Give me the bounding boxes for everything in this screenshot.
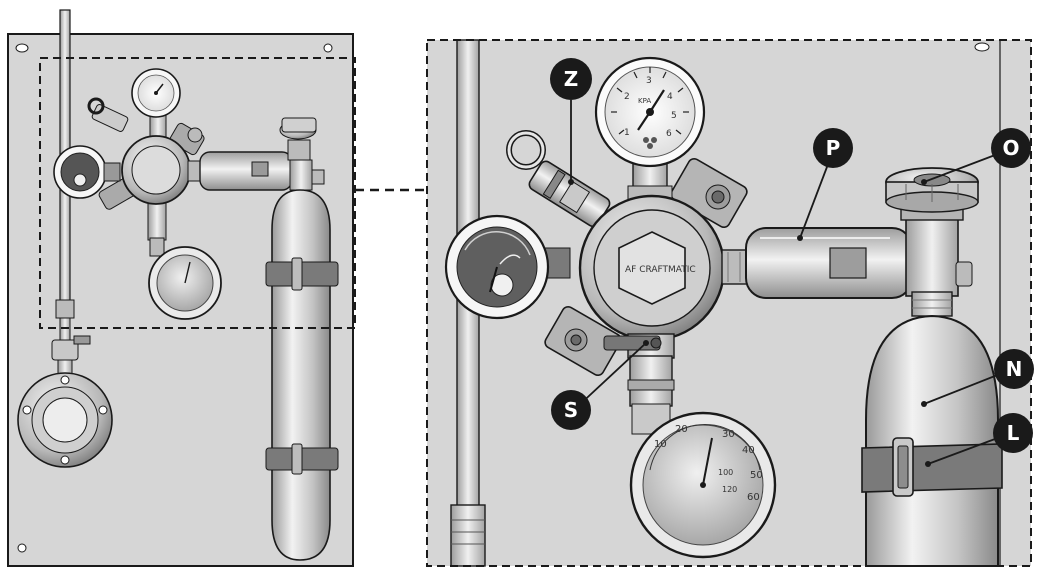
flange-opening	[42, 397, 88, 443]
regulator-brand-text: AF CRAFTMATIC	[625, 265, 696, 275]
callout-z-label: Z	[564, 67, 579, 91]
overview-illustration	[7, 9, 356, 567]
flange-bolt	[60, 455, 70, 465]
gauge-tick-label: 3	[646, 76, 652, 86]
gauge-unit-label: KPA	[638, 97, 651, 105]
cylinder-valve-handwheel	[885, 167, 979, 221]
gauge-tick-label: 4	[667, 92, 673, 102]
flange-bolt	[98, 405, 108, 415]
callout-n-label: N	[1006, 357, 1023, 381]
regulator-body: AF CRAFTMATIC	[578, 194, 726, 342]
callout-p-label: P	[826, 136, 841, 160]
callout-l-label: L	[1007, 421, 1020, 445]
zoom-region-box	[39, 57, 356, 329]
line-fitting	[55, 299, 75, 319]
gauge-needle	[649, 89, 665, 113]
panel-screw-hole	[974, 42, 990, 52]
regulator-side-block	[670, 157, 748, 229]
line-fitting	[450, 504, 486, 567]
flange-bolt	[60, 375, 70, 385]
line-valve-handle	[73, 335, 91, 345]
callout-leader-dots	[568, 179, 931, 467]
callout-o-label: O	[1002, 136, 1019, 160]
gauge-tick-label: 1	[624, 128, 630, 138]
callout-s-label: S	[564, 398, 578, 422]
detail-illustration: 1 2 3 4 5 6 KPA	[426, 39, 1034, 567]
temp-tick-label: 60	[747, 492, 760, 503]
regulator-side-block	[544, 305, 622, 377]
temp-tick-label: 20	[675, 424, 688, 435]
cylinder-strap	[861, 437, 1003, 497]
inlet-nut	[721, 249, 749, 285]
temp-tick-label: 40	[742, 445, 755, 456]
output-pressure-gauge: 1 2 3 4 5 6 KPA	[594, 56, 706, 168]
cylinder-adapter	[745, 227, 913, 299]
flange-bolt	[22, 405, 32, 415]
callout-leaders	[570, 100, 1006, 465]
gauge-needle	[489, 266, 498, 293]
panel-screw-hole	[15, 43, 29, 53]
outlet-shutoff-valve	[603, 333, 675, 435]
temp-tick-label: 30	[722, 429, 735, 440]
callout-p: P	[813, 128, 853, 168]
gauge-tick-label: 6	[666, 129, 672, 139]
callout-s: S	[551, 390, 591, 430]
temperature-gauge: 10 20 30 40 50 60 100 120	[629, 411, 777, 559]
panel-screw-hole	[323, 43, 333, 53]
temp-tick-label: 50	[750, 470, 763, 481]
cylinder-pressure-gauge	[444, 214, 571, 320]
overview-regulator	[53, 68, 293, 320]
overview-co2-cylinder	[265, 117, 339, 561]
detail-frame	[426, 39, 1032, 567]
temp-tick-label: 100	[718, 468, 733, 477]
gauge-tick-label: 5	[671, 111, 677, 121]
gauge-needle	[702, 437, 713, 486]
callout-n: N	[994, 349, 1034, 389]
panel-screw-hole	[17, 543, 27, 553]
temp-tick-label: 120	[722, 485, 737, 494]
callout-o: O	[991, 128, 1031, 168]
co2-cylinder	[865, 314, 999, 567]
gauge-tick-label: 2	[624, 92, 630, 102]
temp-tick-label: 10	[654, 439, 667, 450]
callout-l: L	[993, 413, 1033, 453]
callout-z: Z	[550, 58, 592, 100]
